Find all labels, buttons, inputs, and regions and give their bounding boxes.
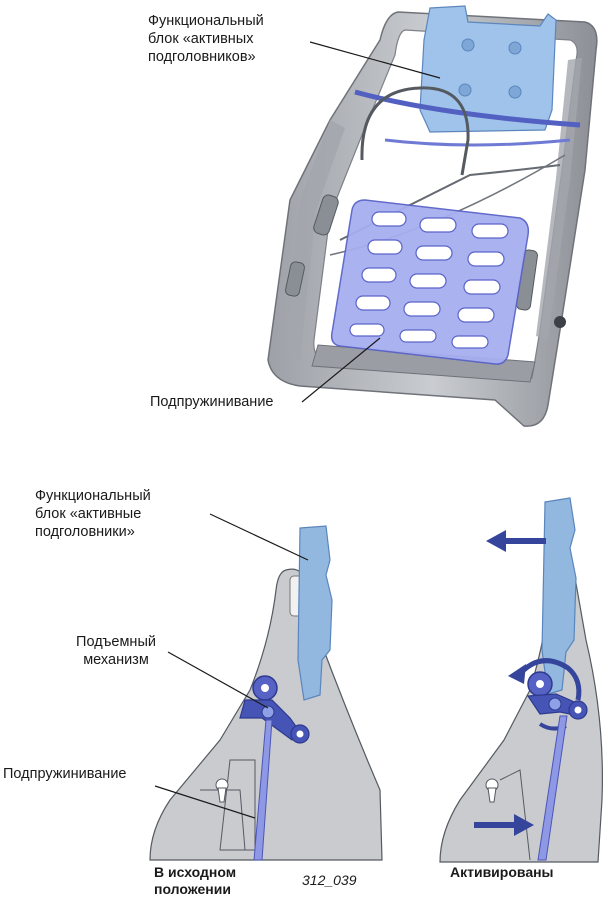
seat-frame-right-rail: [536, 58, 582, 340]
label-spring-top: Подпружинивание: [150, 394, 274, 410]
headrest-guide-initial: [297, 525, 333, 701]
spring-push-arrow: [474, 814, 534, 836]
spring-rod-activated: [537, 715, 568, 861]
activated-illustration: [439, 497, 604, 863]
forward-arrow: [486, 530, 546, 552]
seat-frame-left-rail: [285, 120, 345, 360]
leader-spring-top: [301, 337, 381, 403]
left-mechanism-cylinder: [313, 194, 339, 236]
leader-headrest-unit-bottom: [209, 513, 309, 561]
caption-initial-position: В исходном положении: [154, 864, 237, 897]
spring-mesh: [330, 199, 530, 365]
rotation-arrow: [516, 658, 582, 701]
right-knob: [554, 316, 566, 328]
initial-position-illustration: [149, 525, 383, 861]
label-spring-bottom: Подпружинивание: [3, 766, 127, 782]
leader-headrest-unit-top: [309, 41, 441, 79]
caption-activated: Активированы: [450, 864, 554, 880]
leader-spring-bottom: [154, 785, 256, 819]
lift-mechanism-activated: [508, 658, 588, 731]
label-headrest-unit-top: Функциональный блок «активных подголовни…: [148, 13, 264, 65]
spring-rod-initial: [253, 719, 273, 861]
label-headrest-unit-bottom: Функциональный блок «активные подголовни…: [35, 488, 151, 540]
upper-cross-tube: [354, 89, 581, 128]
headrest-function-block: [419, 5, 557, 133]
figure-code: 312_039: [302, 872, 357, 888]
label-lift-mechanism: Подъемный механизм: [76, 634, 156, 668]
cross-link: [384, 138, 571, 147]
bowden-cable: [360, 86, 470, 176]
seat-frame-illustration: [267, 5, 598, 427]
left-lower-cylinder: [285, 261, 305, 297]
leader-lift-mechanism: [167, 651, 269, 709]
